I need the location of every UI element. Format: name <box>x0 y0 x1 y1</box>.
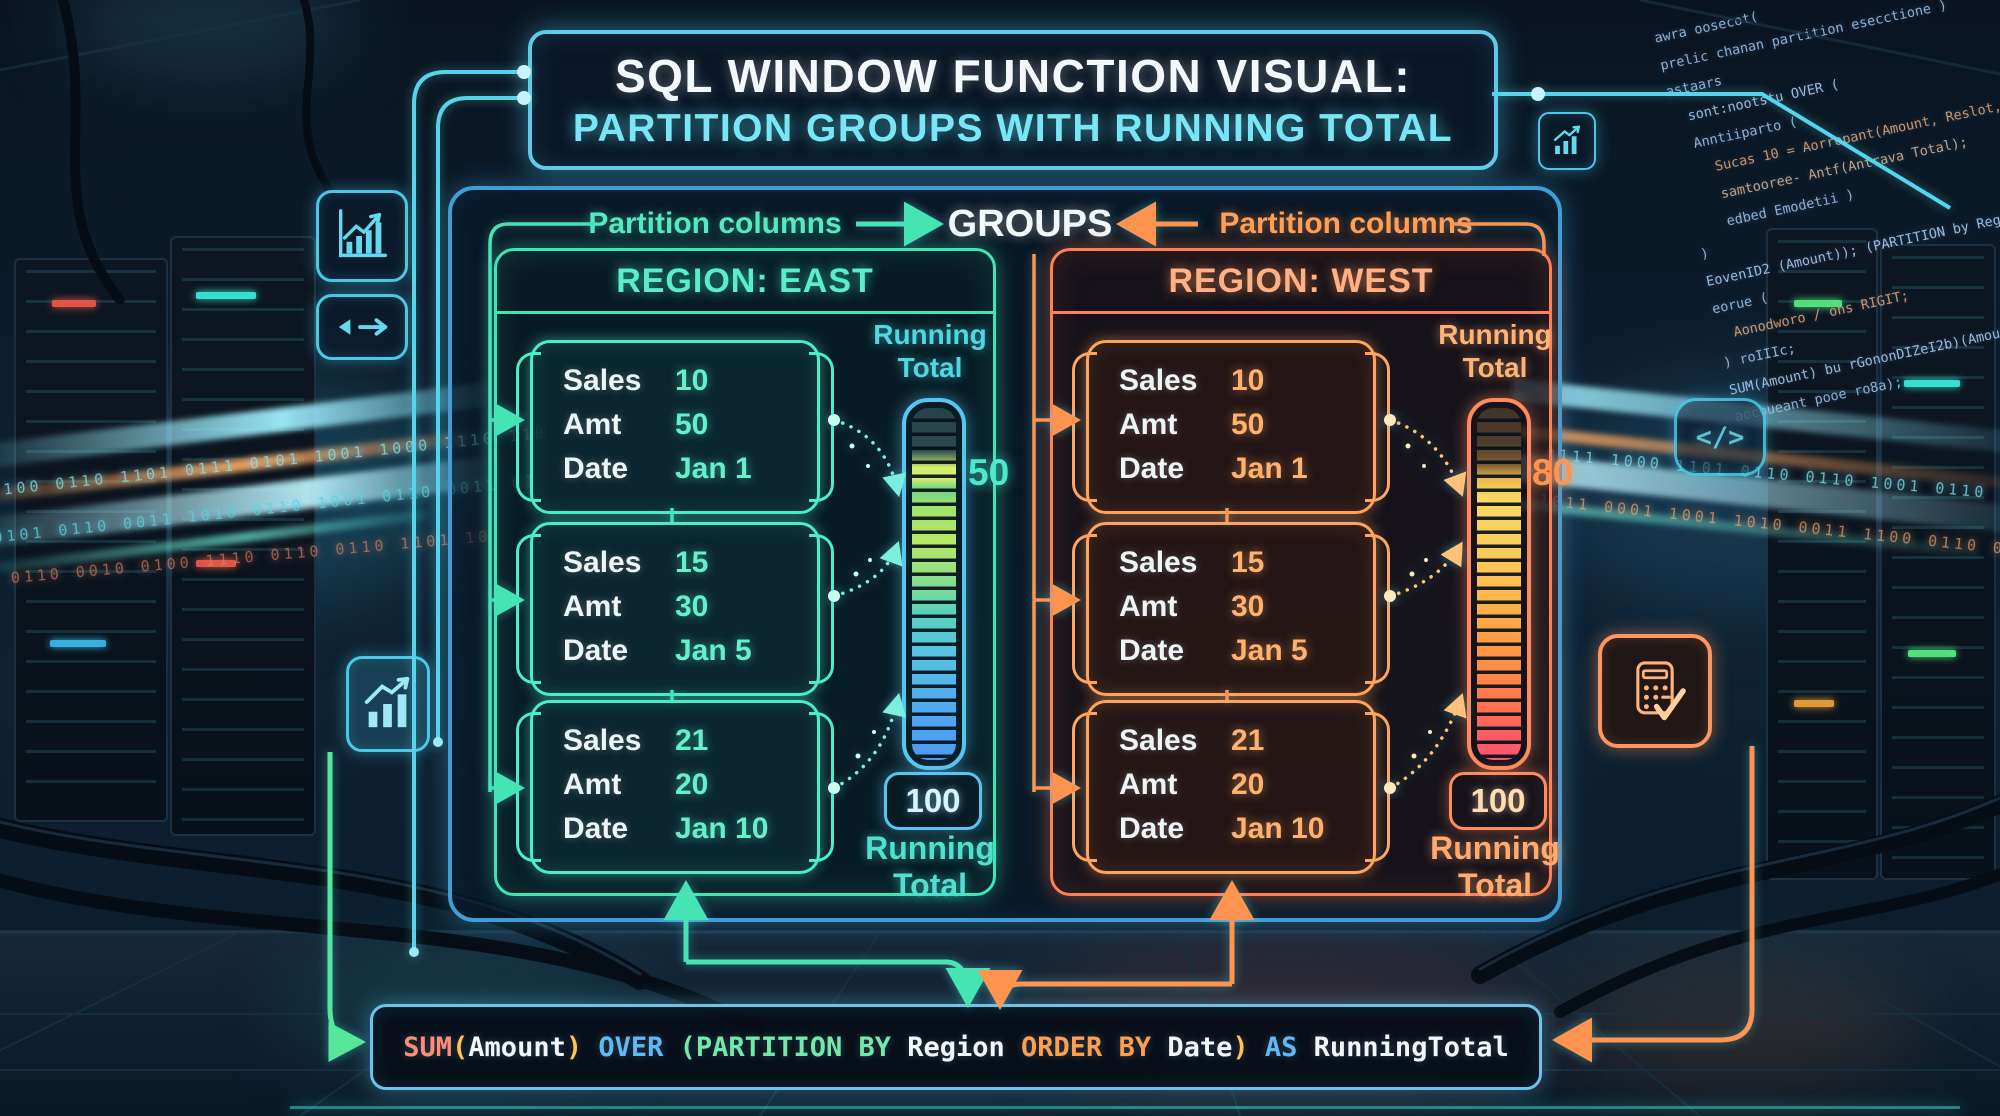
sql-token: Date <box>1151 1031 1233 1063</box>
running-total-footer-east: Running Total <box>865 830 995 903</box>
final-total-west: 100 <box>1449 772 1547 830</box>
region-east-header: REGION: EAST <box>497 251 993 314</box>
running-total-bar-west <box>1467 398 1531 770</box>
partition-columns-label-right: Partition columns <box>1219 207 1473 240</box>
running-total-bar-east <box>902 398 966 770</box>
rack-led <box>1794 700 1834 707</box>
bg-glow-ceiling <box>60 0 360 80</box>
sql-token: ) <box>565 1031 599 1063</box>
sql-token: RunningTotal <box>1313 1031 1509 1063</box>
sql-token: ( <box>452 1031 469 1063</box>
final-total-east: 100 <box>884 772 982 830</box>
floor-glow-orange <box>1560 960 1920 1090</box>
rack-led <box>1794 300 1842 307</box>
code-brackets-icon: </> <box>1674 398 1766 476</box>
running-total-header-west: Running Total <box>1438 319 1552 383</box>
region-west-header: REGION: WEST <box>1053 251 1549 314</box>
media-forward-icon <box>316 294 408 360</box>
title-box: SQL WINDOW FUNCTION VISUAL: PARTITION GR… <box>528 30 1498 170</box>
mid-value-west: 80 <box>1532 452 1574 493</box>
bottom-glow-line <box>290 1106 1960 1109</box>
rack-led <box>52 300 96 307</box>
sql-token: PARTITION BY <box>695 1031 891 1063</box>
chart-trend-icon-small <box>1538 112 1596 170</box>
sql-token: SUM <box>403 1031 453 1063</box>
bar-fill-west <box>1477 408 1521 760</box>
sql-token: Region <box>890 1031 1022 1063</box>
page-title-line1: SQL WINDOW FUNCTION VISUAL: <box>614 50 1412 102</box>
bar-chart-icon <box>346 656 430 752</box>
running-total-header-east: Running Total <box>873 319 987 383</box>
chart-trend-icon <box>316 190 408 282</box>
running-total-footer-west: Running Total <box>1430 830 1560 903</box>
background-code-panel: awra oosecot( prelic chanan partition es… <box>1652 0 2000 432</box>
sql-token: ) <box>1232 1031 1249 1063</box>
rack-led <box>1908 650 1956 657</box>
calculator-check-icon <box>1598 634 1712 748</box>
page-title-line2: PARTITION GROUPS WITH RUNNING TOTAL <box>572 107 1454 150</box>
sql-token: AS <box>1248 1031 1314 1063</box>
sql-token: ( <box>663 1031 696 1063</box>
bar-fill-east <box>912 408 956 760</box>
sql-token: Amount <box>468 1031 566 1063</box>
server-rack-left-2 <box>170 236 316 836</box>
sql-token: OVER <box>598 1031 664 1063</box>
groups-label: GROUPS <box>947 202 1113 245</box>
rack-led <box>196 292 256 299</box>
server-rack-right-2 <box>1880 244 1996 880</box>
mid-value-east: 50 <box>968 452 1010 493</box>
sql-token: ORDER BY <box>1021 1031 1152 1063</box>
partition-columns-label-left: Partition columns <box>588 207 842 240</box>
rack-led <box>50 640 106 647</box>
sql-formula-box: SUM ( Amount ) OVER ( PARTITION BY Regio… <box>370 1004 1542 1090</box>
